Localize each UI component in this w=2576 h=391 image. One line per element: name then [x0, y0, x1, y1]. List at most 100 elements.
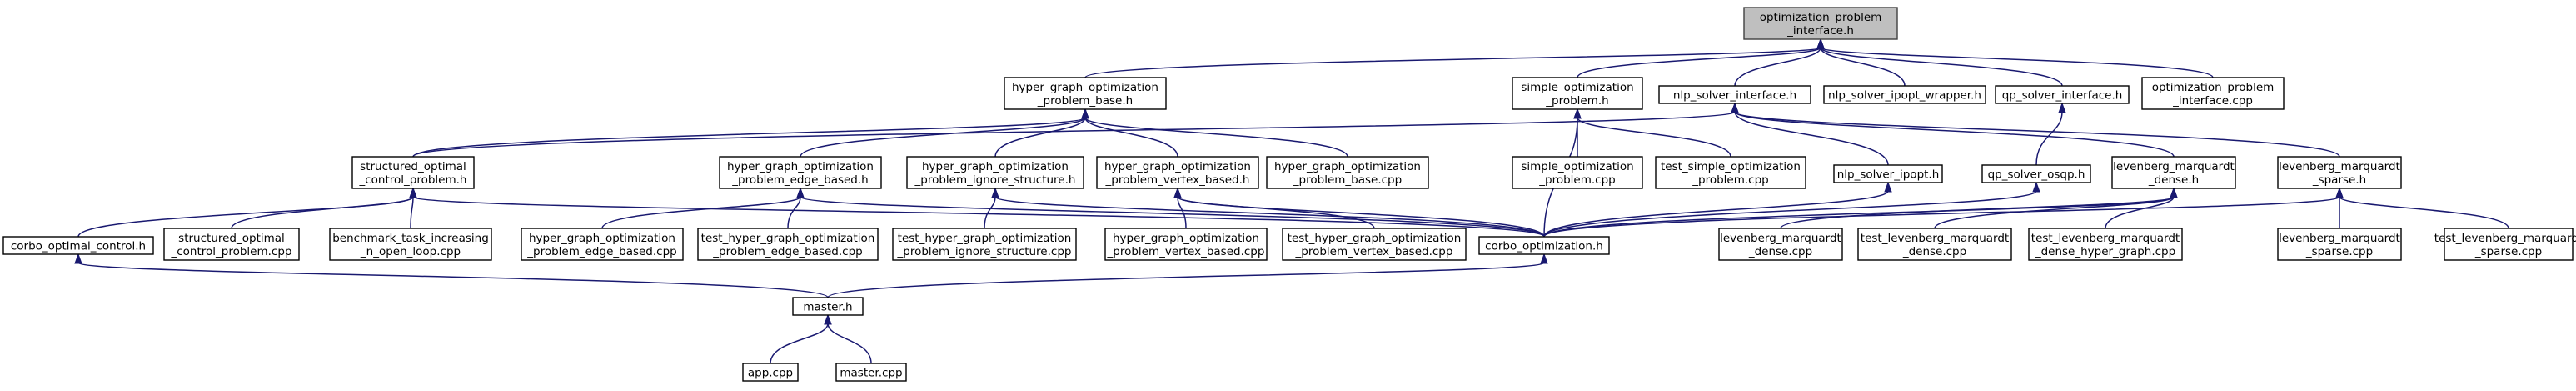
node-label: levenberg_marquardt	[1720, 232, 1841, 245]
graph-edge	[1081, 108, 1348, 158]
node-box	[719, 156, 882, 189]
graph-node-osqp[interactable]: qp_solver_osqp.h	[1981, 164, 2091, 183]
node-box	[1512, 77, 1643, 110]
edge-line	[1820, 47, 1906, 87]
graph-node-testlmsparse[interactable]: test_levenberg_marquardt_sparse.cpp	[2434, 228, 2576, 261]
node-label: nlp_solver_interface.h	[1673, 89, 1796, 103]
edge-line	[412, 111, 1736, 158]
graph-node-qpsi[interactable]: qp_solver_interface.h	[1995, 85, 2130, 104]
graph-node-hgvert[interactable]: hyper_graph_optimization_problem_vertex_…	[1096, 156, 1259, 189]
edge-arrowhead	[1731, 102, 1739, 113]
edge-arrowhead	[1173, 187, 1182, 198]
edge-arrowhead	[74, 253, 82, 264]
edge-line	[1734, 111, 2340, 158]
node-label: _problem_base.h	[1037, 94, 1133, 108]
graph-node-testsimple[interactable]: test_simple_optimization_problem.cpp	[1655, 156, 1806, 189]
edge-line	[827, 262, 1545, 298]
graph-node-corboopt[interactable]: corbo_optimization.h	[1478, 236, 1610, 255]
edge-line	[1084, 117, 1178, 158]
edge-line	[787, 196, 801, 229]
graph-node-hgedgecpp[interactable]: hyper_graph_optimization_problem_edge_ba…	[521, 228, 684, 261]
node-label: levenberg_marquardt	[2279, 232, 2400, 245]
node-label: _problem_vertex_based.cpp	[1107, 245, 1265, 258]
node-label: _dense.cpp	[1748, 245, 1812, 258]
graph-node-soc[interactable]: structured_optimal_control_problem.h	[351, 156, 475, 189]
edge-line	[2035, 111, 2063, 166]
graph-node-hgvertcpp[interactable]: hyper_graph_optimization_problem_vertex_…	[1104, 228, 1268, 261]
node-box	[1655, 156, 1806, 189]
node-label: test_simple_optimization	[1661, 160, 1801, 173]
edge-arrowhead	[1884, 181, 1892, 193]
graph-edge	[1543, 181, 1892, 238]
node-label: _sparse.cpp	[2474, 245, 2542, 258]
graph-node-lmdense[interactable]: levenberg_marquardt_dense.h	[2111, 156, 2236, 189]
graph-edge	[827, 253, 1548, 298]
graph-node-mastercpp[interactable]: master.cpp	[835, 363, 907, 382]
node-box	[163, 228, 300, 261]
node-label: _problem_ignore_structure.cpp	[897, 245, 1072, 258]
node-box	[1857, 228, 2012, 261]
graph-node-bench[interactable]: benchmark_task_increasing_n_open_loop.cp…	[329, 228, 492, 261]
graph-node-testlmdense[interactable]: test_levenberg_marquardt_dense.cpp	[1857, 228, 2012, 261]
node-label: levenberg_marquardt	[2113, 160, 2235, 173]
node-box	[906, 156, 1084, 189]
node-label: _problem_edge_based.cpp	[712, 245, 862, 258]
graph-node-soccpp[interactable]: structured_optimal_control_problem.cpp	[163, 228, 300, 261]
graph-node-hgign[interactable]: hyper_graph_optimization_problem_ignore_…	[906, 156, 1084, 189]
graph-edge	[1731, 102, 2175, 158]
node-box	[1833, 164, 1943, 183]
graph-edge	[1816, 38, 2214, 78]
node-label: qp_solver_interface.h	[2002, 89, 2123, 103]
graph-node-testhgign[interactable]: test_hyper_graph_optimization_problem_ig…	[892, 228, 1077, 261]
edge-arrowhead	[1573, 108, 1582, 119]
node-label: _problem_ignore_structure.h	[914, 173, 1076, 187]
graph-node-testhgedge[interactable]: test_hyper_graph_optimization_problem_ed…	[697, 228, 879, 261]
graph-node-corboctl[interactable]: corbo_optimal_control.h	[2, 236, 154, 255]
node-label: master.cpp	[840, 367, 902, 380]
graph-node-root: optimization_problem_interface.h	[1743, 7, 1898, 40]
node-label: corbo_optimal_control.h	[11, 240, 146, 253]
graph-node-nlp[interactable]: nlp_solver_interface.h	[1658, 85, 1811, 104]
edge-arrowhead	[1816, 38, 1825, 49]
node-label: _dense.h	[2148, 173, 2199, 187]
edge-line	[2105, 196, 2175, 229]
graph-node-opicpp[interactable]: optimization_problem_interface.cpp	[2141, 77, 2285, 110]
node-label: _problem_vertex_based.cpp	[1295, 245, 1453, 258]
node-label: _interface.cpp	[2172, 94, 2253, 108]
graph-edge	[991, 187, 1545, 238]
graph-node-lmdensecpp[interactable]: levenberg_marquardt_dense.cpp	[1718, 228, 1843, 261]
graph-node-master[interactable]: master.h	[792, 297, 864, 316]
graph-node-hgbase[interactable]: hyper_graph_optimization_problem_base.h	[1004, 77, 1167, 110]
graph-node-app[interactable]: app.cpp	[742, 363, 799, 382]
graph-node-ipoptw[interactable]: nlp_solver_ipopt_wrapper.h	[1823, 85, 1986, 104]
graph-edge	[770, 313, 832, 364]
graph-node-testhgvert[interactable]: test_hyper_graph_optimization_problem_ve…	[1282, 228, 1467, 261]
graph-node-hgbasecpp[interactable]: hyper_graph_optimization_problem_base.cp…	[1266, 156, 1429, 189]
node-label: test_levenberg_marquardt	[2434, 232, 2576, 245]
graph-node-hgedge[interactable]: hyper_graph_optimization_problem_edge_ba…	[719, 156, 882, 189]
edge-arrowhead	[824, 313, 832, 325]
edge-line	[77, 262, 829, 298]
edge-line	[1934, 196, 2175, 229]
node-label: hyper_graph_optimization	[922, 160, 1069, 173]
edge-arrowhead	[2032, 181, 2040, 193]
edge-line	[1177, 196, 1187, 229]
edge-arrowhead	[1540, 253, 1548, 264]
edge-line	[1577, 47, 1821, 78]
graph-node-ipopth[interactable]: nlp_solver_ipopt.h	[1833, 164, 1943, 183]
graph-node-simplecpp[interactable]: simple_optimization_problem.cpp	[1512, 156, 1643, 189]
graph-node-testlmdensehg[interactable]: test_levenberg_marquardt_dense_hyper_gra…	[2028, 228, 2183, 261]
node-label: _sparse.cpp	[2305, 245, 2373, 258]
graph-node-lmsparse[interactable]: levenberg_marquardt_sparse.h	[2277, 156, 2402, 189]
edge-arrowhead	[2058, 102, 2066, 113]
graph-nodes: optimization_problem_interface.h hyper_gr…	[2, 7, 2576, 382]
graph-node-simple[interactable]: simple_optimization_problem.h	[1512, 77, 1643, 110]
graph-node-lmsparsecpp[interactable]: levenberg_marquardt_sparse.cpp	[2277, 228, 2402, 261]
edge-line	[1734, 47, 1821, 87]
edge-line	[994, 117, 1086, 158]
edge-line	[1543, 190, 2037, 238]
edge-line	[1820, 47, 2214, 78]
edge-line	[1820, 47, 2063, 87]
graph-edge	[412, 102, 1739, 158]
node-box	[329, 228, 492, 261]
